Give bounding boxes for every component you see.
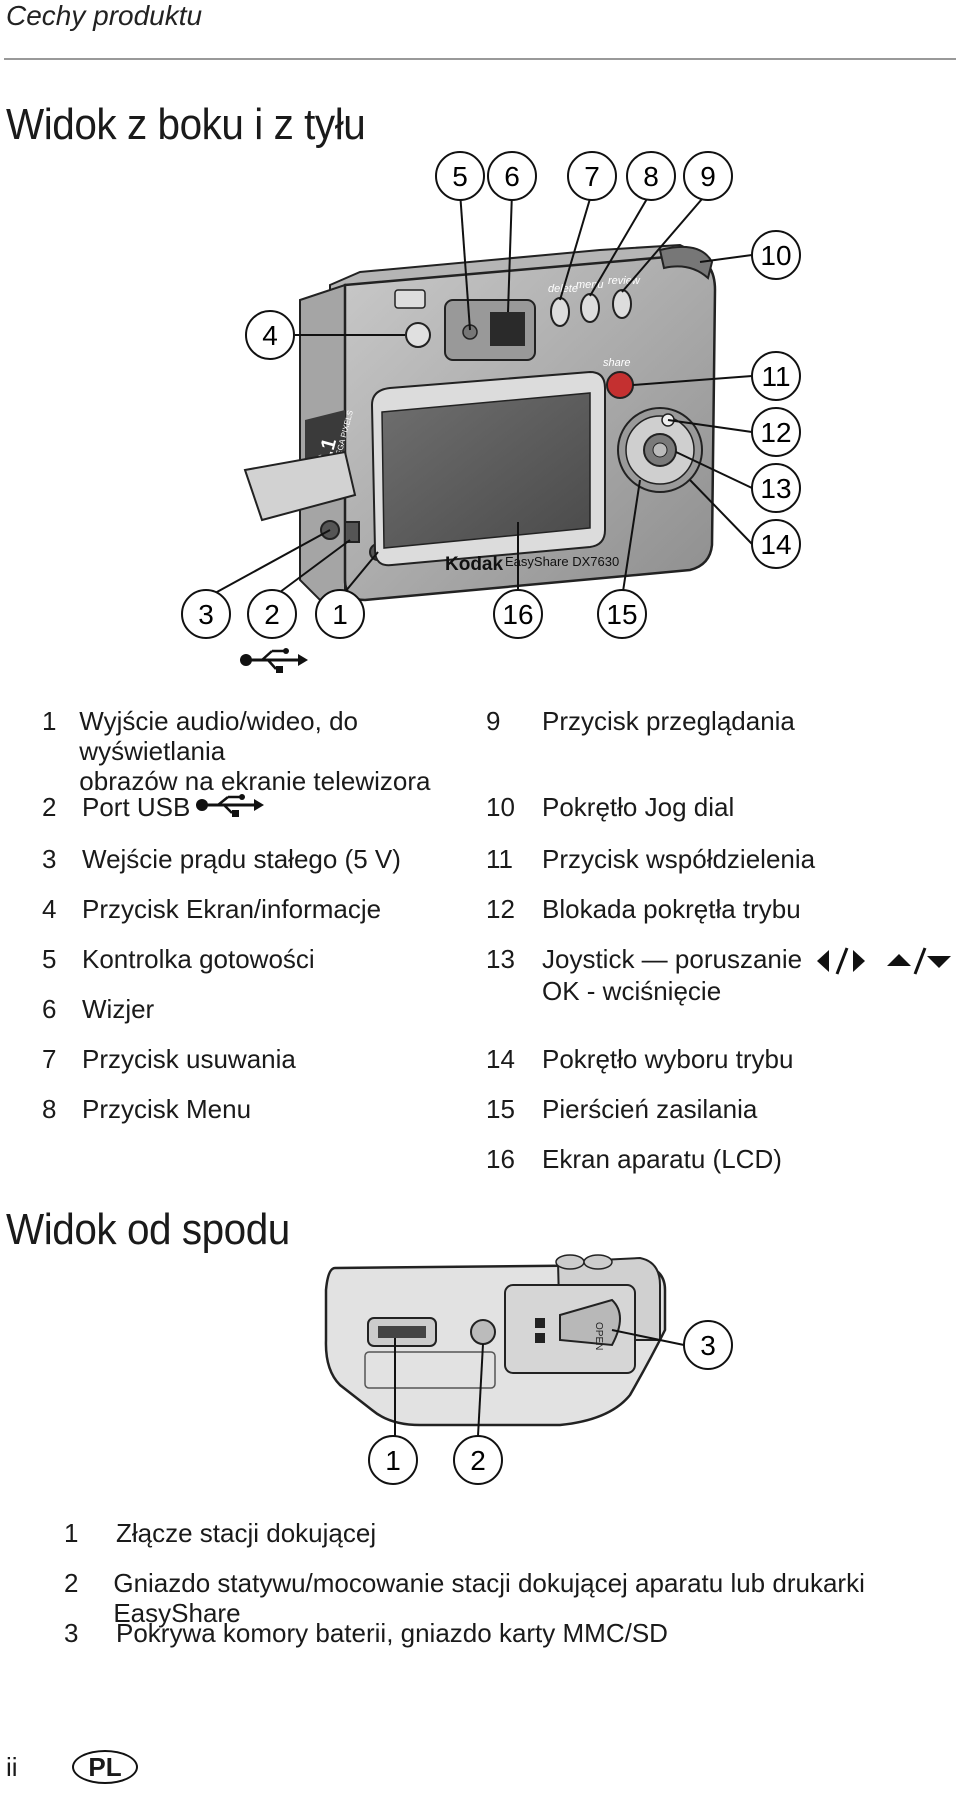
callout-15: 15 [597,589,647,639]
callout-5: 5 [435,151,485,201]
camera-bottom-illustration: OPEN 3 1 2 [324,1254,733,1485]
mode-dial-joystick [617,407,703,493]
svg-text:6: 6 [504,161,520,192]
svg-text:4: 4 [262,320,278,351]
callout-9: 9 [683,151,733,201]
usb-icon [240,648,308,673]
callout-10: 10 [751,230,801,280]
callout-16: 16 [493,589,543,639]
viewfinder-shape [490,312,525,346]
svg-text:8: 8 [643,161,659,192]
svg-text:10: 10 [760,240,791,271]
callout-13: 13 [751,463,801,513]
lcd-screen-shape [381,392,591,549]
svg-text:7: 7 [584,161,600,192]
callout-7: 7 [567,151,617,201]
callout-14: 14 [751,519,801,569]
svg-text:2: 2 [264,599,280,630]
camera-back-illustration: 6.1 MEGA PIXELS delete menu review share… [181,151,801,673]
callout-11: 11 [751,351,801,401]
side-view-title: Widok z boku i z tyłu [6,100,366,149]
header-divider [4,58,956,60]
svg-text:15: 15 [606,599,637,630]
svg-text:2: 2 [470,1445,486,1476]
page-number: ii [6,1752,18,1782]
display-info-button-shape [405,322,431,348]
callout-2: 2 [247,589,297,639]
svg-text:3: 3 [198,599,214,630]
svg-text:1: 1 [385,1445,401,1476]
legend-item: 13 Joystick — poruszanie OK - wciśnięcie [486,944,955,1006]
tripod-socket-shape [470,1319,496,1345]
svg-text:1: 1 [332,599,348,630]
svg-text:menu: menu [576,279,604,291]
svg-text:3: 3 [700,1330,716,1361]
joystick-direction-icons [817,947,952,975]
svg-text:share: share [603,357,631,369]
callout-8: 8 [626,151,676,201]
svg-text:14: 14 [760,529,791,560]
bottom-callout-3: 3 [683,1320,733,1370]
callout-leaders [205,191,753,599]
callout-1: 1 [315,589,365,639]
bottom-callout-2: 2 [453,1435,503,1485]
callout-4: 4 [245,310,295,360]
svg-text:OPEN: OPEN [593,1322,604,1350]
callout-3: 3 [181,589,231,639]
svg-text:5: 5 [452,161,468,192]
section-header: Cechy produktu [6,0,203,31]
svg-text:review: review [608,275,641,287]
svg-text:EasyShare DX7630: EasyShare DX7630 [505,554,619,569]
svg-text:Kodak: Kodak [445,554,504,575]
share-button-shape [606,371,634,399]
bottom-view-title: Widok od spodu [6,1205,290,1254]
bottom-callout-leaders [394,1329,685,1437]
svg-text:12: 12 [760,417,791,448]
usb-icon [196,794,265,817]
callout-12: 12 [751,407,801,457]
language-badge: PL [72,1750,138,1784]
bottom-callout-1: 1 [368,1435,418,1485]
svg-text:11: 11 [761,361,790,392]
svg-text:13: 13 [760,473,791,504]
jog-dial-shape [658,246,714,280]
svg-text:9: 9 [700,161,716,192]
callout-6: 6 [487,151,537,201]
svg-text:16: 16 [502,599,533,630]
